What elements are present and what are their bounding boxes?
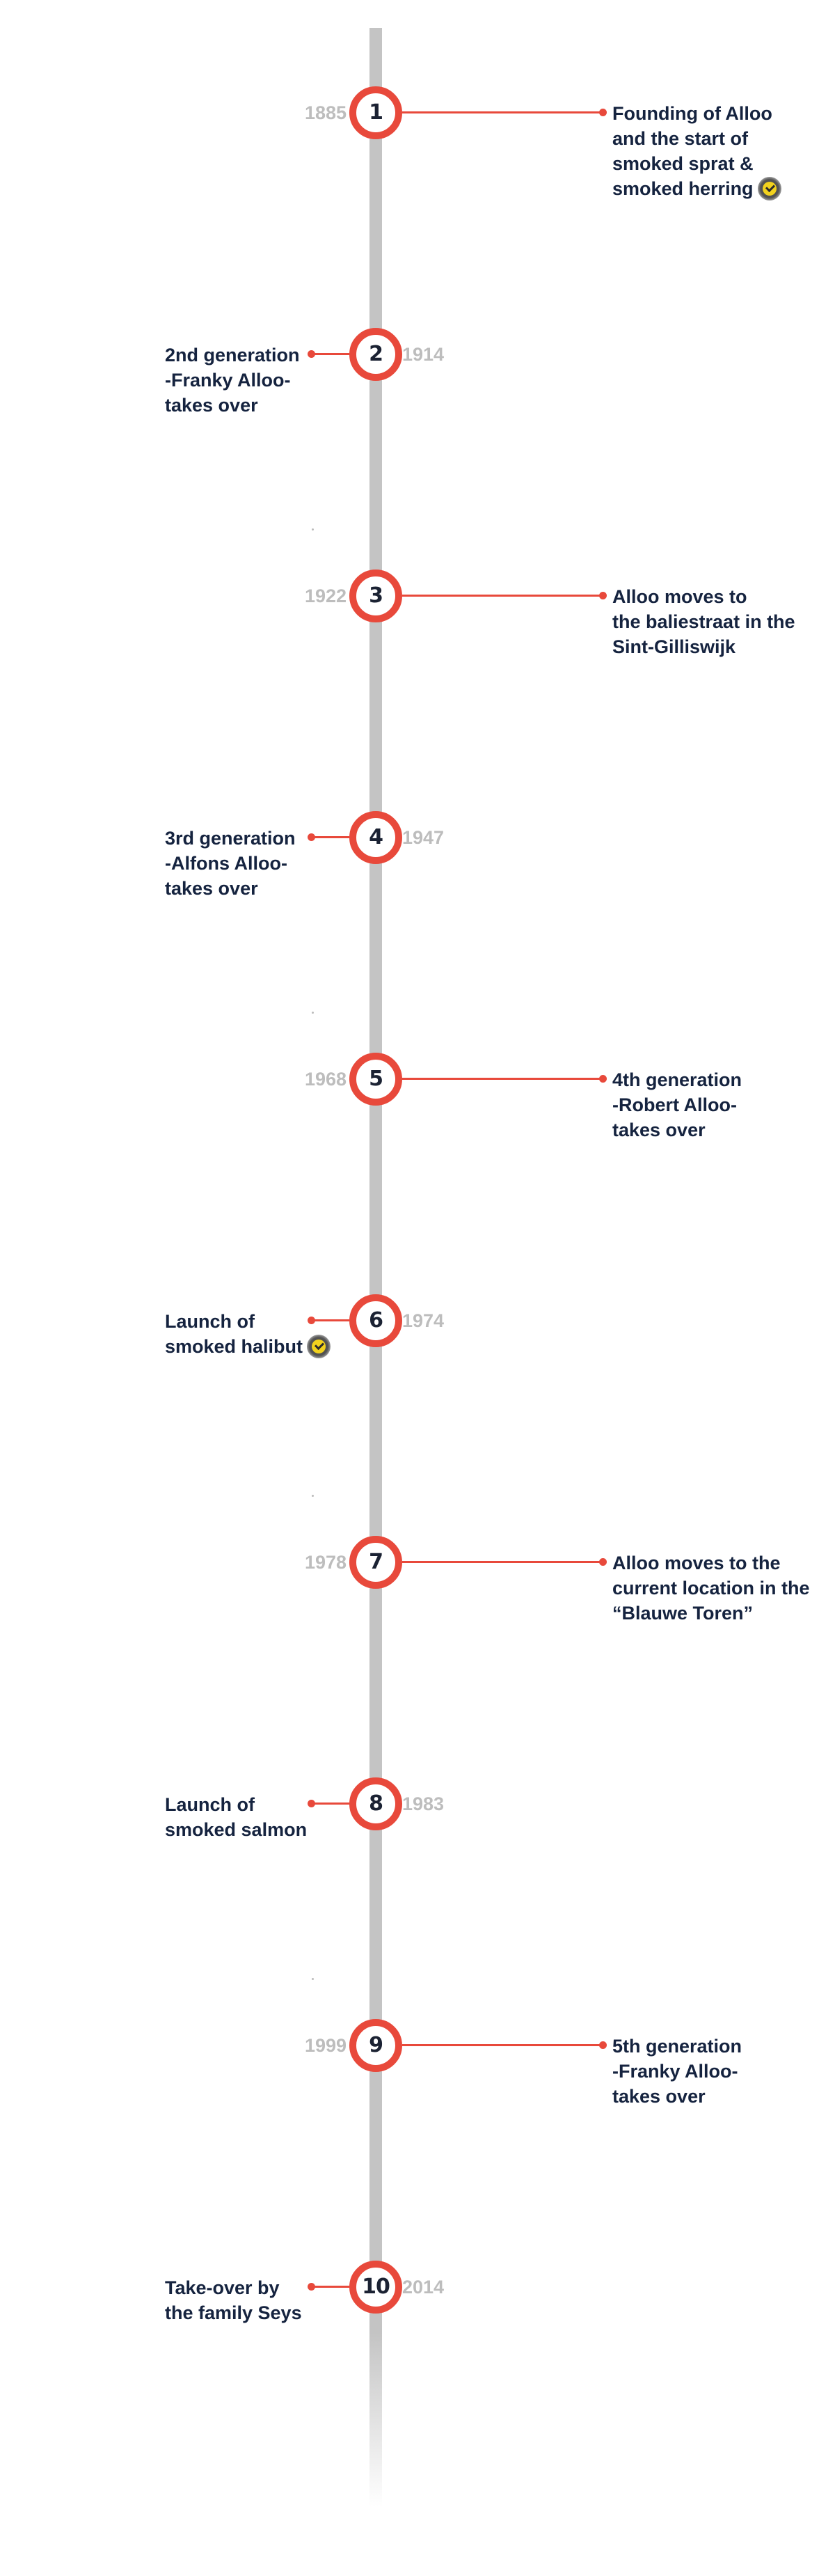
milestone-label: Take-over by the family Seys [165, 2275, 325, 2325]
milestone-node: 5 [349, 1053, 402, 1106]
connector-line [402, 1078, 602, 1080]
connector-line [312, 1319, 349, 1321]
milestone-label-line: Launch of [165, 1311, 255, 1332]
connector-line [402, 111, 602, 113]
milestone-label-line: takes over [165, 395, 258, 416]
milestone-label-line: Alloo moves to [612, 586, 747, 607]
milestone-label-line: 5th generation [612, 2036, 742, 2057]
milestone-node: 4 [349, 811, 402, 864]
milestone-number: 2 [369, 342, 383, 366]
milestone-node: 2 [349, 328, 402, 381]
milestone-number: 5 [369, 1067, 383, 1091]
connector-line [312, 836, 349, 838]
milestone-label-line: Alloo moves to the [612, 1553, 781, 1573]
milestone-label-line: Founding of Alloo [612, 103, 772, 124]
milestone-node: 10 [349, 2261, 402, 2314]
milestone-label-line: 3rd generation [165, 828, 296, 849]
milestone-node: 6 [349, 1294, 402, 1347]
milestone-year: 1968 [305, 1069, 347, 1090]
milestone-label-line: -Franky Alloo- [165, 370, 291, 391]
quality-seal-icon [757, 176, 781, 201]
milestone-label-line: takes over [612, 1120, 706, 1140]
timeline-axis [369, 28, 382, 2506]
connector-dot [308, 2283, 315, 2291]
milestone-label-line: the family Seys [165, 2302, 302, 2323]
milestone-year: 1947 [402, 827, 445, 848]
milestone-label-line: smoked herring [612, 176, 835, 201]
milestone-label: 3rd generation -Alfons Alloo-takes over [165, 826, 325, 901]
connector-dot [599, 109, 607, 116]
decorative-speck [312, 1012, 314, 1014]
milestone-label-line: Take-over by [165, 2277, 280, 2298]
milestone-number: 9 [369, 2033, 383, 2057]
connector-dot [308, 1800, 315, 1807]
connector-dot [599, 2041, 607, 2049]
milestone-label-line: and the start of [612, 128, 749, 149]
milestone-label-line: -Franky Alloo- [612, 2061, 738, 2082]
milestone-number: 10 [362, 2275, 390, 2299]
milestone-number: 1 [369, 100, 383, 125]
milestone-label: 4th generation -Robert Alloo-takes over [612, 1067, 835, 1142]
milestone-label-line: Sint-Gilliswijk [612, 636, 736, 657]
connector-line [312, 353, 349, 355]
milestone-year: 1978 [305, 1552, 347, 1573]
connector-line [402, 1561, 602, 1563]
milestone-number: 8 [369, 1791, 383, 1816]
decorative-speck [312, 528, 314, 531]
milestone-label: Alloo moves to the current location in th… [612, 1550, 835, 1626]
connector-line [312, 2286, 349, 2288]
connector-line [312, 1803, 349, 1805]
connector-line [402, 2044, 602, 2046]
milestone-number: 3 [369, 583, 383, 608]
milestone-label-line: smoked halibut [165, 1334, 331, 1359]
milestone-label-line: takes over [165, 878, 258, 899]
connector-line [402, 595, 602, 597]
milestone-label-line: -Alfons Alloo- [165, 853, 287, 874]
milestone-label: Founding of Alloo and the start of smoked … [612, 101, 835, 201]
decorative-speck [312, 1978, 314, 1980]
milestone-label: 2nd generation -Franky Alloo-takes over [165, 343, 325, 418]
milestone-label-line: smoked salmon [165, 1819, 308, 1840]
milestone-label-line: smoked sprat & [612, 153, 754, 174]
milestone-label-line: takes over [612, 2086, 706, 2107]
milestone-label-line: current location in the [612, 1578, 810, 1599]
milestone-year: 2014 [402, 2277, 445, 2298]
connector-dot [599, 1075, 607, 1083]
milestone-label-line: -Robert Alloo- [612, 1094, 737, 1115]
milestone-number: 6 [369, 1308, 383, 1333]
connector-dot [308, 1317, 315, 1324]
connector-dot [599, 1558, 607, 1566]
milestone-label-line: 4th generation [612, 1069, 742, 1090]
milestone-year: 1983 [402, 1793, 445, 1814]
milestone-label-line: Launch of [165, 1794, 255, 1815]
connector-dot [308, 350, 315, 358]
connector-dot [308, 833, 315, 841]
milestone-node: 3 [349, 570, 402, 622]
milestone-year: 1914 [402, 344, 445, 365]
milestone-label: 5th generation -Franky Alloo-takes over [612, 2034, 835, 2109]
milestone-label-line: the baliestraat in the [612, 611, 795, 632]
milestone-year: 1885 [305, 102, 347, 123]
quality-seal-icon [307, 1334, 331, 1358]
milestone-node: 1 [349, 86, 402, 139]
milestone-label: Launch of smoked salmon [165, 1792, 325, 1842]
milestone-label-line: “Blauwe Toren” [612, 1603, 754, 1624]
decorative-speck [312, 1495, 314, 1497]
milestone-node: 8 [349, 1777, 402, 1830]
milestone-number: 7 [369, 1550, 383, 1574]
milestone-year: 1974 [402, 1310, 445, 1331]
milestone-node: 7 [349, 1536, 402, 1589]
milestone-label-line: 2nd generation [165, 345, 300, 366]
milestone-node: 9 [349, 2019, 402, 2072]
milestone-year: 1999 [305, 2035, 347, 2056]
milestone-year: 1922 [305, 586, 347, 606]
connector-dot [599, 592, 607, 599]
milestone-number: 4 [369, 825, 383, 849]
